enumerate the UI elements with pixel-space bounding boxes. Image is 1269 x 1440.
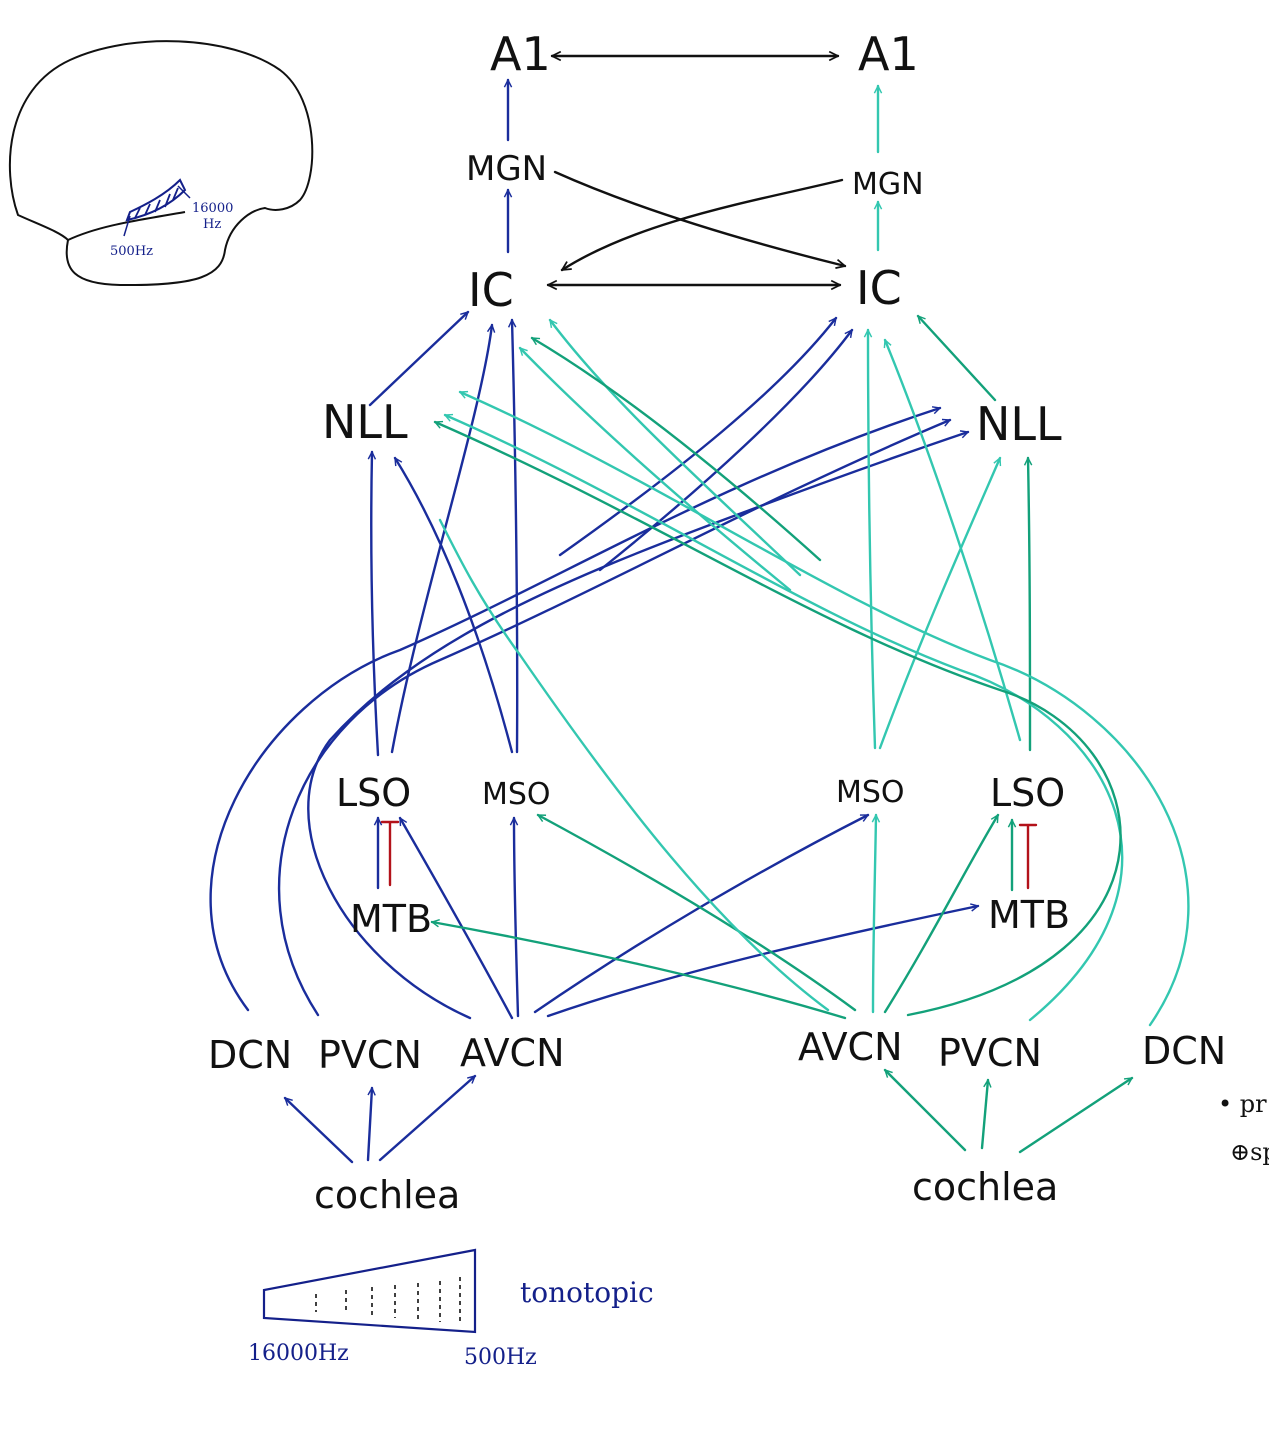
label-leader-low (123, 215, 131, 237)
right-to-left-ic-a (548, 320, 802, 577)
left-avcn-to-right-nll (307, 432, 968, 1020)
left-pathway-labels: A1 MGN IC NLL LSO MSO MTB DCN PVCN AVCN … (208, 27, 565, 1217)
margin-note-1: • pr (1218, 1090, 1267, 1118)
brain-label-high-unit: Hz (203, 217, 221, 232)
left-ic-label: IC (468, 263, 514, 317)
right-avcn-to-left-nll (435, 420, 1122, 1017)
left-mso-to-ic (512, 318, 519, 754)
temporal-lobe-line (67, 211, 186, 241)
right-mgn-to-left-ic (562, 178, 844, 272)
brain-label-high: 16000 (192, 201, 233, 216)
left-nll-to-ic (368, 310, 470, 407)
tonotopic-legend: tonotopic 16000Hz 500Hz (248, 1248, 654, 1370)
tonotopic-high-label: 16000Hz (248, 1341, 349, 1366)
connections (209, 56, 1190, 1164)
right-pvcn-to-left-nll (445, 413, 1124, 1022)
left-to-right-ic-a (558, 318, 838, 557)
brain-inset: 16000 Hz 500Hz (8, 40, 314, 287)
right-cochlea-label: cochlea (912, 1165, 1058, 1209)
left-avcn-to-lso (398, 818, 514, 1020)
left-mtb-inhibit-lso (380, 820, 400, 887)
right-mso-label: MSO (836, 775, 905, 810)
right-nll-label: NLL (976, 397, 1062, 451)
left-nll-label: NLL (322, 395, 408, 449)
right-a1-label: A1 (858, 27, 919, 81)
tonotopic-ticks (315, 1277, 461, 1324)
left-lso-label: LSO (336, 771, 411, 815)
right-pathway-labels: A1 MGN IC NLL MSO LSO MTB AVCN PVCN DCN … (798, 27, 1226, 1209)
basilar-membrane-shape (262, 1248, 477, 1334)
margin-notes: • pr ⊕sp (1218, 1090, 1269, 1166)
right-avcn-to-lso (883, 815, 1000, 1014)
left-cochlea-to-pvcn (366, 1086, 372, 1162)
right-avcn-to-left-ic (438, 518, 830, 1012)
right-avcn-to-left-mtb (432, 922, 847, 1020)
left-mgn-to-right-ic (553, 170, 845, 266)
left-mso-label: MSO (482, 777, 551, 812)
right-mtb-label: MTB (988, 893, 1070, 937)
left-avcn-to-mso (514, 816, 520, 1018)
tonotopic-label: tonotopic (520, 1276, 654, 1309)
right-dcn-to-left-nll (460, 390, 1190, 1027)
left-mtb-label: MTB (350, 897, 432, 941)
right-lso-to-ic (885, 340, 1022, 742)
right-lso-to-nll (1028, 456, 1030, 752)
right-cochlea-to-pvcn (980, 1080, 988, 1150)
tonotopic-low-label: 500Hz (464, 1345, 537, 1370)
auditory-cortex-hatching (134, 187, 179, 219)
right-ic-label: IC (856, 261, 902, 315)
right-dcn-label: DCN (1142, 1029, 1226, 1073)
right-avcn-to-mso (873, 813, 876, 1014)
right-lso-label: LSO (990, 771, 1065, 815)
label-leader-high (177, 185, 191, 199)
left-mgn-label: MGN (466, 149, 547, 189)
right-mgn-label: MGN (852, 167, 924, 202)
right-cochlea-to-avcn (883, 1068, 967, 1152)
brain-label-low: 500Hz (110, 244, 153, 259)
right-pvcn-label: PVCN (938, 1031, 1042, 1075)
left-avcn-label: AVCN (460, 1031, 565, 1075)
right-mtb-inhibit-lso (1018, 823, 1038, 890)
left-to-right-ic-b (598, 330, 854, 572)
left-lso-to-ic (390, 325, 492, 754)
right-to-left-ic-b (532, 336, 822, 562)
left-pvcn-label: PVCN (318, 1033, 422, 1077)
right-cochlea-to-dcn (1018, 1076, 1132, 1154)
right-nll-to-ic (916, 314, 997, 402)
right-to-left-ic-c (518, 346, 792, 592)
right-mso-to-ic (868, 328, 877, 750)
auditory-cortex-patch (125, 178, 187, 222)
right-avcn-to-left-mso (538, 813, 857, 1012)
left-lso-to-nll (371, 450, 380, 757)
right-mso-to-nll (878, 458, 1002, 750)
right-avcn-label: AVCN (798, 1025, 903, 1069)
left-cochlea-to-avcn (378, 1074, 475, 1162)
brain-outline (8, 40, 314, 287)
left-pvcn-to-right-nll (277, 420, 950, 1017)
margin-note-2: ⊕sp (1230, 1138, 1269, 1166)
left-cochlea-to-dcn (283, 1096, 354, 1164)
left-cochlea-label: cochlea (314, 1173, 460, 1217)
left-dcn-to-right-nll (209, 408, 940, 1012)
left-dcn-label: DCN (208, 1033, 292, 1077)
left-mso-to-nll (393, 458, 514, 754)
left-a1-label: A1 (490, 27, 551, 81)
